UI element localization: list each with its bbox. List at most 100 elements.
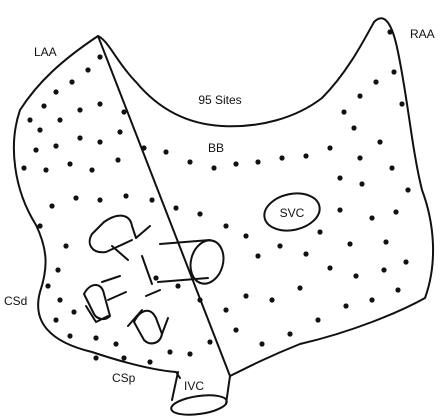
csd-label: CSd [4, 294, 27, 308]
site-dot [93, 335, 98, 340]
vein-lower-center [128, 290, 168, 343]
site-dot [97, 101, 102, 106]
site-dot [141, 145, 146, 150]
site-dot [53, 143, 58, 148]
site-dot [33, 147, 38, 152]
site-dot [243, 293, 248, 298]
site-dot [57, 297, 62, 302]
site-dot [373, 79, 378, 84]
site-dot [223, 307, 228, 312]
site-dot [255, 159, 260, 164]
site-dot [223, 223, 228, 228]
site-dot [163, 149, 168, 154]
site-dot [27, 117, 32, 122]
site-dot [53, 89, 58, 94]
site-dots [21, 29, 410, 364]
site-dot [53, 317, 58, 322]
site-dot [69, 79, 74, 84]
raa-label: RAA [410, 27, 435, 41]
site-dot [115, 157, 120, 162]
site-dot [303, 251, 308, 256]
site-dot [97, 54, 102, 59]
site-dot [57, 117, 62, 122]
site-dot [377, 139, 382, 144]
site-dot [393, 209, 398, 214]
site-dot [269, 297, 274, 302]
site-dot [71, 309, 76, 314]
site-dot [97, 197, 102, 202]
site-dot [93, 355, 98, 360]
site-dot [211, 165, 216, 170]
ivc-opening [170, 392, 228, 418]
site-dot [113, 341, 118, 346]
site-dot [381, 267, 386, 272]
site-dot [41, 103, 46, 108]
site-dot [187, 351, 192, 356]
site-dot [399, 101, 404, 106]
site-dot [43, 167, 48, 172]
site-dot [233, 327, 238, 332]
site-dot [353, 273, 358, 278]
site-dot [383, 239, 388, 244]
sites-count-label: 95 Sites [198, 93, 241, 107]
vein-upper-left [90, 216, 150, 260]
site-dot [147, 359, 152, 364]
site-dot [387, 29, 392, 34]
site-dot [49, 203, 54, 208]
site-dot [55, 267, 60, 272]
site-dot [97, 139, 102, 144]
site-dot [303, 153, 308, 158]
site-dot [287, 331, 292, 336]
bb-label: BB [208, 141, 224, 155]
site-dot [315, 317, 320, 322]
site-dot [403, 259, 408, 264]
site-dot [277, 243, 282, 248]
site-dot [153, 275, 158, 280]
site-dot [77, 107, 82, 112]
site-dot [327, 145, 332, 150]
site-dot [85, 67, 90, 72]
site-dot [297, 285, 302, 290]
ivc-label: IVC [184, 379, 204, 393]
site-dot [121, 109, 126, 114]
csp-label: CSp [112, 371, 136, 385]
site-dot [337, 175, 342, 180]
site-dot [37, 127, 42, 132]
site-dot [317, 229, 322, 234]
site-dot [341, 109, 346, 114]
site-dot [21, 165, 26, 170]
site-dot [63, 243, 68, 248]
site-dot [121, 355, 126, 360]
site-dot [187, 159, 192, 164]
site-dot [243, 233, 248, 238]
site-dot [37, 223, 42, 228]
site-dot [343, 303, 348, 308]
site-dot [117, 129, 122, 134]
site-dot [357, 93, 362, 98]
site-dot [207, 339, 212, 344]
site-dot [123, 193, 128, 198]
laa-label: LAA [34, 45, 57, 59]
site-dot [351, 125, 356, 130]
site-dot [389, 165, 394, 170]
site-dot [327, 265, 332, 270]
site-dot [359, 181, 364, 186]
svc-label: SVC [280, 206, 305, 220]
site-dot [255, 253, 260, 258]
site-dot [89, 167, 94, 172]
site-dot [391, 69, 396, 74]
site-dot [45, 283, 50, 288]
site-dot [357, 155, 362, 160]
site-dot [395, 287, 400, 292]
site-dot [259, 341, 264, 346]
site-dot [337, 207, 342, 212]
site-dot [175, 283, 180, 288]
site-dot [67, 161, 72, 166]
site-dot [197, 297, 202, 302]
site-dot [405, 187, 410, 192]
site-dot [167, 349, 172, 354]
site-dot [173, 205, 178, 210]
site-dot [67, 333, 72, 338]
